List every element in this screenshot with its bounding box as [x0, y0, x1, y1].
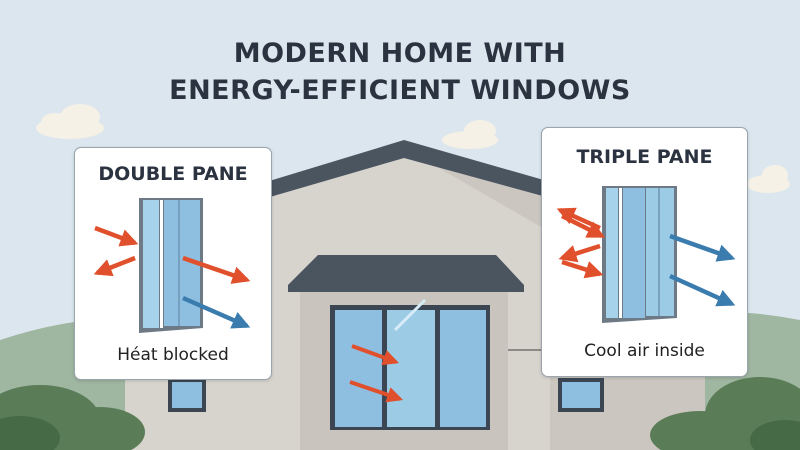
cloud-icon — [36, 104, 104, 139]
triple-pane-panel: TRIPLE PANE Cool — [541, 127, 748, 377]
front-window-reflection — [393, 298, 427, 332]
pane-glass — [606, 188, 618, 318]
gable-roof — [288, 255, 524, 292]
heat-arrow-icon — [556, 207, 601, 231]
double-pane-panel: DOUBLE PANE Héat blocked — [74, 147, 272, 380]
heat-arrow-icon — [349, 380, 404, 403]
cloud-icon — [746, 165, 790, 193]
side-window-pane — [562, 382, 600, 408]
front-window-pane — [387, 310, 435, 427]
heat-arrow-icon — [94, 225, 139, 247]
heat-arrow-icon — [93, 255, 136, 277]
pane-gap — [160, 200, 163, 328]
cool-arrow-icon — [669, 273, 736, 307]
window-pane-icon — [93, 198, 251, 333]
double-pane-heading: DOUBLE PANE — [98, 163, 248, 185]
side-window-pane — [172, 382, 202, 408]
window-pane-icon — [556, 186, 736, 323]
shrubs-dark — [0, 416, 800, 450]
pane-gap — [619, 188, 622, 318]
front-window-pane — [335, 310, 382, 427]
pane-glass — [143, 200, 159, 328]
front-window-pane — [440, 310, 486, 427]
double-pane-caption: Héat blocked — [117, 345, 229, 365]
pane-glass — [646, 188, 674, 316]
cool-arrow-icon — [182, 295, 251, 329]
heat-arrow-icon — [182, 255, 251, 284]
title-line-1: MODERN HOME WITH — [233, 38, 567, 69]
cloud-icon — [442, 120, 498, 149]
cool-arrow-icon — [669, 233, 736, 262]
heat-arrow-icon — [558, 243, 601, 263]
heat-arrow-icon — [351, 344, 400, 366]
triple-pane-caption: Cool air inside — [584, 341, 705, 361]
heat-arrow-icon — [561, 259, 604, 279]
triple-pane-heading: TRIPLE PANE — [576, 146, 713, 168]
title-line-2: ENERGY-EFFICIENT WINDOWS — [169, 75, 631, 106]
pane-glass — [623, 188, 645, 318]
